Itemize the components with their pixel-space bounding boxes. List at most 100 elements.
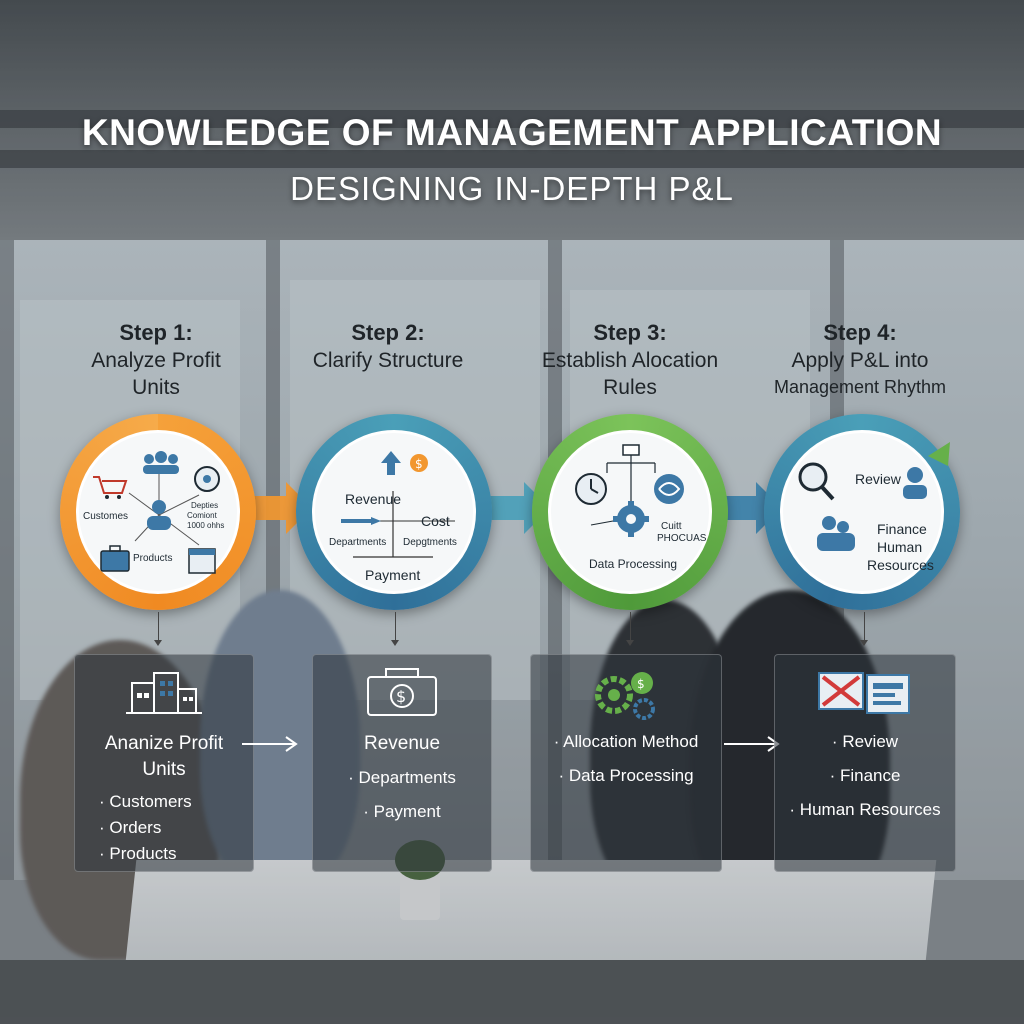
- step-3-circle-inner: Cuitt PHOCUAS Data Processing: [548, 430, 712, 594]
- connector-line: [395, 612, 396, 642]
- card-title-line: Ananize Profit: [104, 733, 224, 754]
- step-4-label: Step 4: Apply P&L into Management Rhythm: [740, 320, 980, 400]
- subtitle: DESIGNING IN-DEPTH P&L: [290, 170, 734, 207]
- step-number: Step 3:: [593, 320, 667, 345]
- departments-label: Depgtments: [403, 537, 457, 548]
- step-4-circle: Review Finance Human Resources: [764, 414, 960, 610]
- circle-1-note: Comiont: [187, 511, 217, 520]
- step-title-line: Units: [132, 376, 180, 399]
- step-2-label: Step 2: Clarify Structure: [268, 320, 508, 373]
- step-1-circle-inner: Customes Products Depties Comiont 1000 o…: [76, 430, 240, 594]
- flow-arrow-1: [246, 482, 312, 534]
- card-list: Departments Payment: [313, 765, 491, 825]
- step-4-card: Review Finance Human Resources: [774, 654, 956, 872]
- customers-label: Customes: [83, 511, 129, 522]
- step-number: Step 1:: [119, 320, 193, 345]
- report-icon: [818, 672, 910, 714]
- team-icon: [817, 516, 855, 551]
- step-2-circle: $ Revenue Cost Departments Depgtments Pa…: [296, 414, 492, 610]
- card-title-line: Units: [142, 759, 186, 780]
- ceiling-beam: [0, 110, 1024, 128]
- shopping-cart-icon: [93, 476, 128, 499]
- briefcase-icon: [100, 545, 130, 572]
- card-arrow-1: [242, 736, 298, 752]
- review-label: Review: [855, 471, 901, 487]
- step-title-line: Rules: [603, 376, 657, 399]
- step-title-line: Establish Alocation: [541, 349, 719, 372]
- dollar-coin-icon: $: [410, 454, 428, 472]
- resources-label: Resources: [867, 557, 934, 573]
- person-icon: [147, 500, 171, 530]
- svg-text:$: $: [396, 687, 406, 706]
- step-3-label: Step 3: Establish Alocation Rules: [510, 320, 750, 400]
- circle-1-note: Depties: [191, 501, 219, 510]
- list-item: Orders: [75, 815, 253, 841]
- step-1-label: Step 1: Analyze Profit Units: [36, 320, 276, 400]
- gears-icon: $: [595, 672, 655, 720]
- main-title: KNOWLEDGE OF MANAGEMENT APPLICATION: [81, 112, 943, 153]
- card-list: Review Finance Human Resources: [775, 729, 955, 823]
- card-title-line: Revenue: [363, 733, 441, 754]
- connector-line: [630, 612, 631, 642]
- list-item: Review: [775, 729, 955, 755]
- window-frame: [0, 240, 14, 880]
- list-item: Human Resources: [775, 797, 955, 823]
- ceiling-beam: [0, 150, 1024, 168]
- connector-arrowhead: [154, 640, 162, 646]
- connector-arrowhead: [860, 640, 868, 646]
- circle-3-note: PHOCUAS: [657, 533, 707, 544]
- finance-label: Finance: [877, 521, 927, 537]
- departments-label: Departments: [329, 537, 387, 548]
- clock-icon: [575, 473, 607, 505]
- human-label: Human: [877, 539, 923, 555]
- step-2-diagram: $: [341, 451, 455, 558]
- connector-line: [864, 612, 865, 642]
- step-title-line: Clarify Structure: [312, 349, 464, 372]
- step-2-card: $ Revenue Departments Payment: [312, 654, 492, 872]
- step-title-line: Analyze Profit: [91, 349, 221, 372]
- list-item: Payment: [313, 799, 491, 825]
- hierarchy-icon: [606, 444, 656, 503]
- up-arrow-icon: [381, 451, 401, 475]
- magnifier-icon: [798, 462, 835, 501]
- cost-label: Cost: [421, 513, 450, 529]
- cash-register-icon: $: [367, 668, 437, 716]
- svg-text:$: $: [415, 457, 423, 471]
- card-list: Allocation Method Data Processing: [531, 729, 721, 789]
- connector-line: [158, 612, 159, 642]
- step-4-circle-inner: Review Finance Human Resources: [780, 430, 944, 594]
- step-1-circle: Customes Products Depties Comiont 1000 o…: [60, 414, 256, 610]
- step-number: Step 4:: [823, 320, 897, 345]
- connector-arrowhead: [391, 640, 399, 646]
- buildings-icon: [126, 672, 202, 714]
- step-4-diagram: [798, 462, 927, 551]
- list-item: Customers: [75, 789, 253, 815]
- list-item: Products: [75, 841, 253, 867]
- list-item: Allocation Method: [531, 729, 721, 755]
- step-3-circle: Cuitt PHOCUAS Data Processing: [532, 414, 728, 610]
- user-icon: [903, 467, 927, 499]
- gear-icon: [613, 501, 649, 537]
- swirl-icon: [654, 474, 684, 504]
- data-processing-label: Data Processing: [589, 557, 678, 571]
- list-item: Departments: [313, 765, 491, 791]
- svg-text:$: $: [637, 677, 645, 691]
- step-title-line: Apply P&L into: [791, 349, 929, 372]
- step-2-circle-inner: $ Revenue Cost Departments Depgtments Pa…: [312, 430, 476, 594]
- calendar-icon: [188, 548, 216, 574]
- floor: [0, 960, 1024, 1024]
- list-item: Finance: [775, 763, 955, 789]
- step-3-card: $ Allocation Method Data Processing: [530, 654, 722, 872]
- step-title-line: Management Rhythm: [773, 377, 947, 397]
- step-1-card: Ananize Profit Units Customers Orders Pr…: [74, 654, 254, 872]
- piggy-bank-icon: [194, 466, 220, 492]
- card-list: Customers Orders Products: [75, 789, 253, 867]
- payment-label: Payment: [365, 567, 421, 583]
- list-item: Data Processing: [531, 763, 721, 789]
- step-number: Step 2:: [351, 320, 425, 345]
- revenue-label: Revenue: [345, 491, 402, 507]
- circle-4-arrowhead: [928, 442, 950, 466]
- people-group-icon: [143, 451, 179, 474]
- circle-1-note: 1000 ohhs: [187, 521, 225, 530]
- products-label: Products: [133, 553, 173, 564]
